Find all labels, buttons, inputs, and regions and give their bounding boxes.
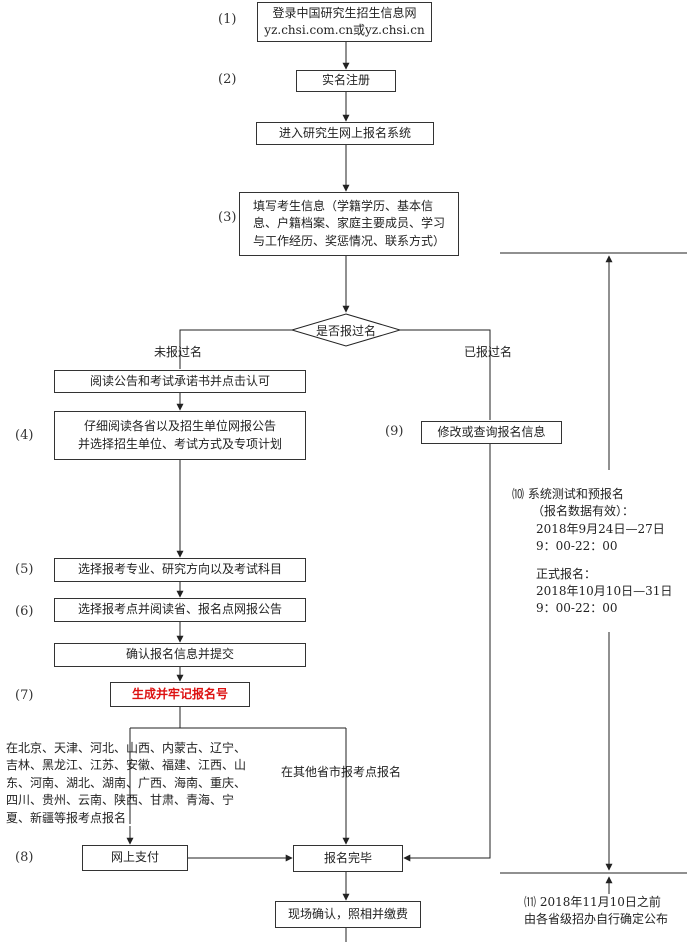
formal-date: 2018年10月10日—31日 [536,583,673,598]
generate-number-box: 生成并牢记报名号 [110,682,250,707]
test-note: （报名数据有效）： [532,504,635,519]
enter-system-label: 进入研究生网上报名系统 [278,125,411,140]
confirm-line-1: 2018年11月10日之前 [539,895,661,909]
fill-info-line-3: 与工作经历、奖惩情况、联系方式） [252,233,445,248]
modify-info-label: 修改或查询报名信息 [437,424,546,439]
schedule-info: ⑽ 系统测试和预报名 （报名数据有效）： 2018年9月24日—27日 9：00… [512,486,673,618]
login-line-1: 登录中国研究生招生信息网 [272,5,417,20]
test-title: 系统测试和预报名 [527,487,624,501]
confirm-submit-box: 确认报名信息并提交 [54,643,306,667]
read-notice-box: 阅读公告和考试承诺书并点击认可 [54,370,306,393]
provinces-label: 在北京、天津、河北、山西、内蒙古、辽宁、 吉林、黑龙江、江苏、安徽、福建、江西、… [6,740,246,827]
step-number-10: ⑽ [512,487,525,501]
choose-site-box: 选择报考点并阅读省、报名点网报公告 [54,598,306,622]
provinces-line-4: 四川、贵州、云南、陕西、甘肃、青海、宁 [6,793,235,808]
step-number-5: (5) [15,562,34,577]
decision-label: 是否报过名 [315,324,376,338]
provinces-line-3: 东、河南、湖北、湖南、广西、海南、重庆、 [6,775,247,790]
pay-online-label: 网上支付 [110,850,159,865]
choose-major-box: 选择报考专业、研究方向以及考试科目 [54,558,306,582]
test-date: 2018年9月24日—27日 [536,521,665,536]
step-number-3: (3) [218,210,237,225]
step-number-6: (6) [15,604,34,619]
other-provinces-label: 在其他省市报考点报名 [281,765,402,779]
step-number-8: (8) [15,850,34,865]
provinces-line-5: 夏、新疆等报考点报名 [6,810,127,825]
complete-box: 报名完毕 [293,845,403,872]
choose-site-label: 选择报考点并阅读省、报名点网报公告 [77,602,282,617]
formal-time: 9：00-22：00 [536,601,618,616]
provinces-line-2: 吉林、黑龙江、江苏、安徽、福建、江西、山 [6,758,247,773]
choose-major-label: 选择报考专业、研究方向以及考试科目 [77,562,282,577]
register-label: 实名注册 [321,73,370,88]
test-time: 9：00-22：00 [536,539,618,554]
registered-label: 已报过名 [464,345,513,359]
register-box: 实名注册 [296,70,396,92]
step-number-4: (4) [15,428,34,443]
step-number-9: (9) [385,424,404,439]
read-provincial-line-2: 并选择招生单位、考试方式及专项计划 [77,436,282,451]
fill-info-line-2: 息、户籍档案、家庭主要成员、学习 [252,216,445,231]
step-number-11: ⑾ [524,895,537,909]
step-number-1: (1) [218,12,237,27]
read-provincial-line-1: 仔细阅读各省以及招生单位网报公告 [83,419,276,434]
complete-label: 报名完毕 [323,850,372,865]
confirm-submit-label: 确认报名信息并提交 [125,647,234,662]
login-box: 登录中国研究生招生信息网 yz.chsi.com.cn或yz.chsi.cn [257,2,432,42]
not-registered-label: 未报过名 [154,345,203,359]
fill-info-line-1: 填写考生信息（学籍学历、基本信 [252,198,433,213]
fill-info-box: 填写考生信息（学籍学历、基本信 息、户籍档案、家庭主要成员、学习 与工作经历、奖… [239,192,459,256]
modify-info-box: 修改或查询报名信息 [421,421,562,444]
formal-title: 正式报名： [536,566,597,581]
enter-system-box: 进入研究生网上报名系统 [256,122,434,145]
pay-online-box: 网上支付 [82,845,188,871]
step-number-7: (7) [15,688,34,703]
step-number-2: (2) [218,72,237,87]
confirm-line-2: 由各省级招办自行确定公布 [524,912,669,927]
read-notice-label: 阅读公告和考试承诺书并点击认可 [89,373,270,388]
onsite-confirm-label: 现场确认，照相并缴费 [287,906,408,921]
login-line-2: yz.chsi.com.cn或yz.chsi.cn [264,23,425,37]
provinces-line-1: 在北京、天津、河北、山西、内蒙古、辽宁、 [6,741,247,755]
onsite-confirm-box: 现场确认，照相并缴费 [275,901,421,928]
confirm-period-info: ⑾ 2018年11月10日之前 由各省级招办自行确定公布 [524,894,669,929]
generate-number-label: 生成并牢记报名号 [131,686,228,701]
read-provincial-box: 仔细阅读各省以及招生单位网报公告 并选择招生单位、考试方式及专项计划 [54,411,306,460]
